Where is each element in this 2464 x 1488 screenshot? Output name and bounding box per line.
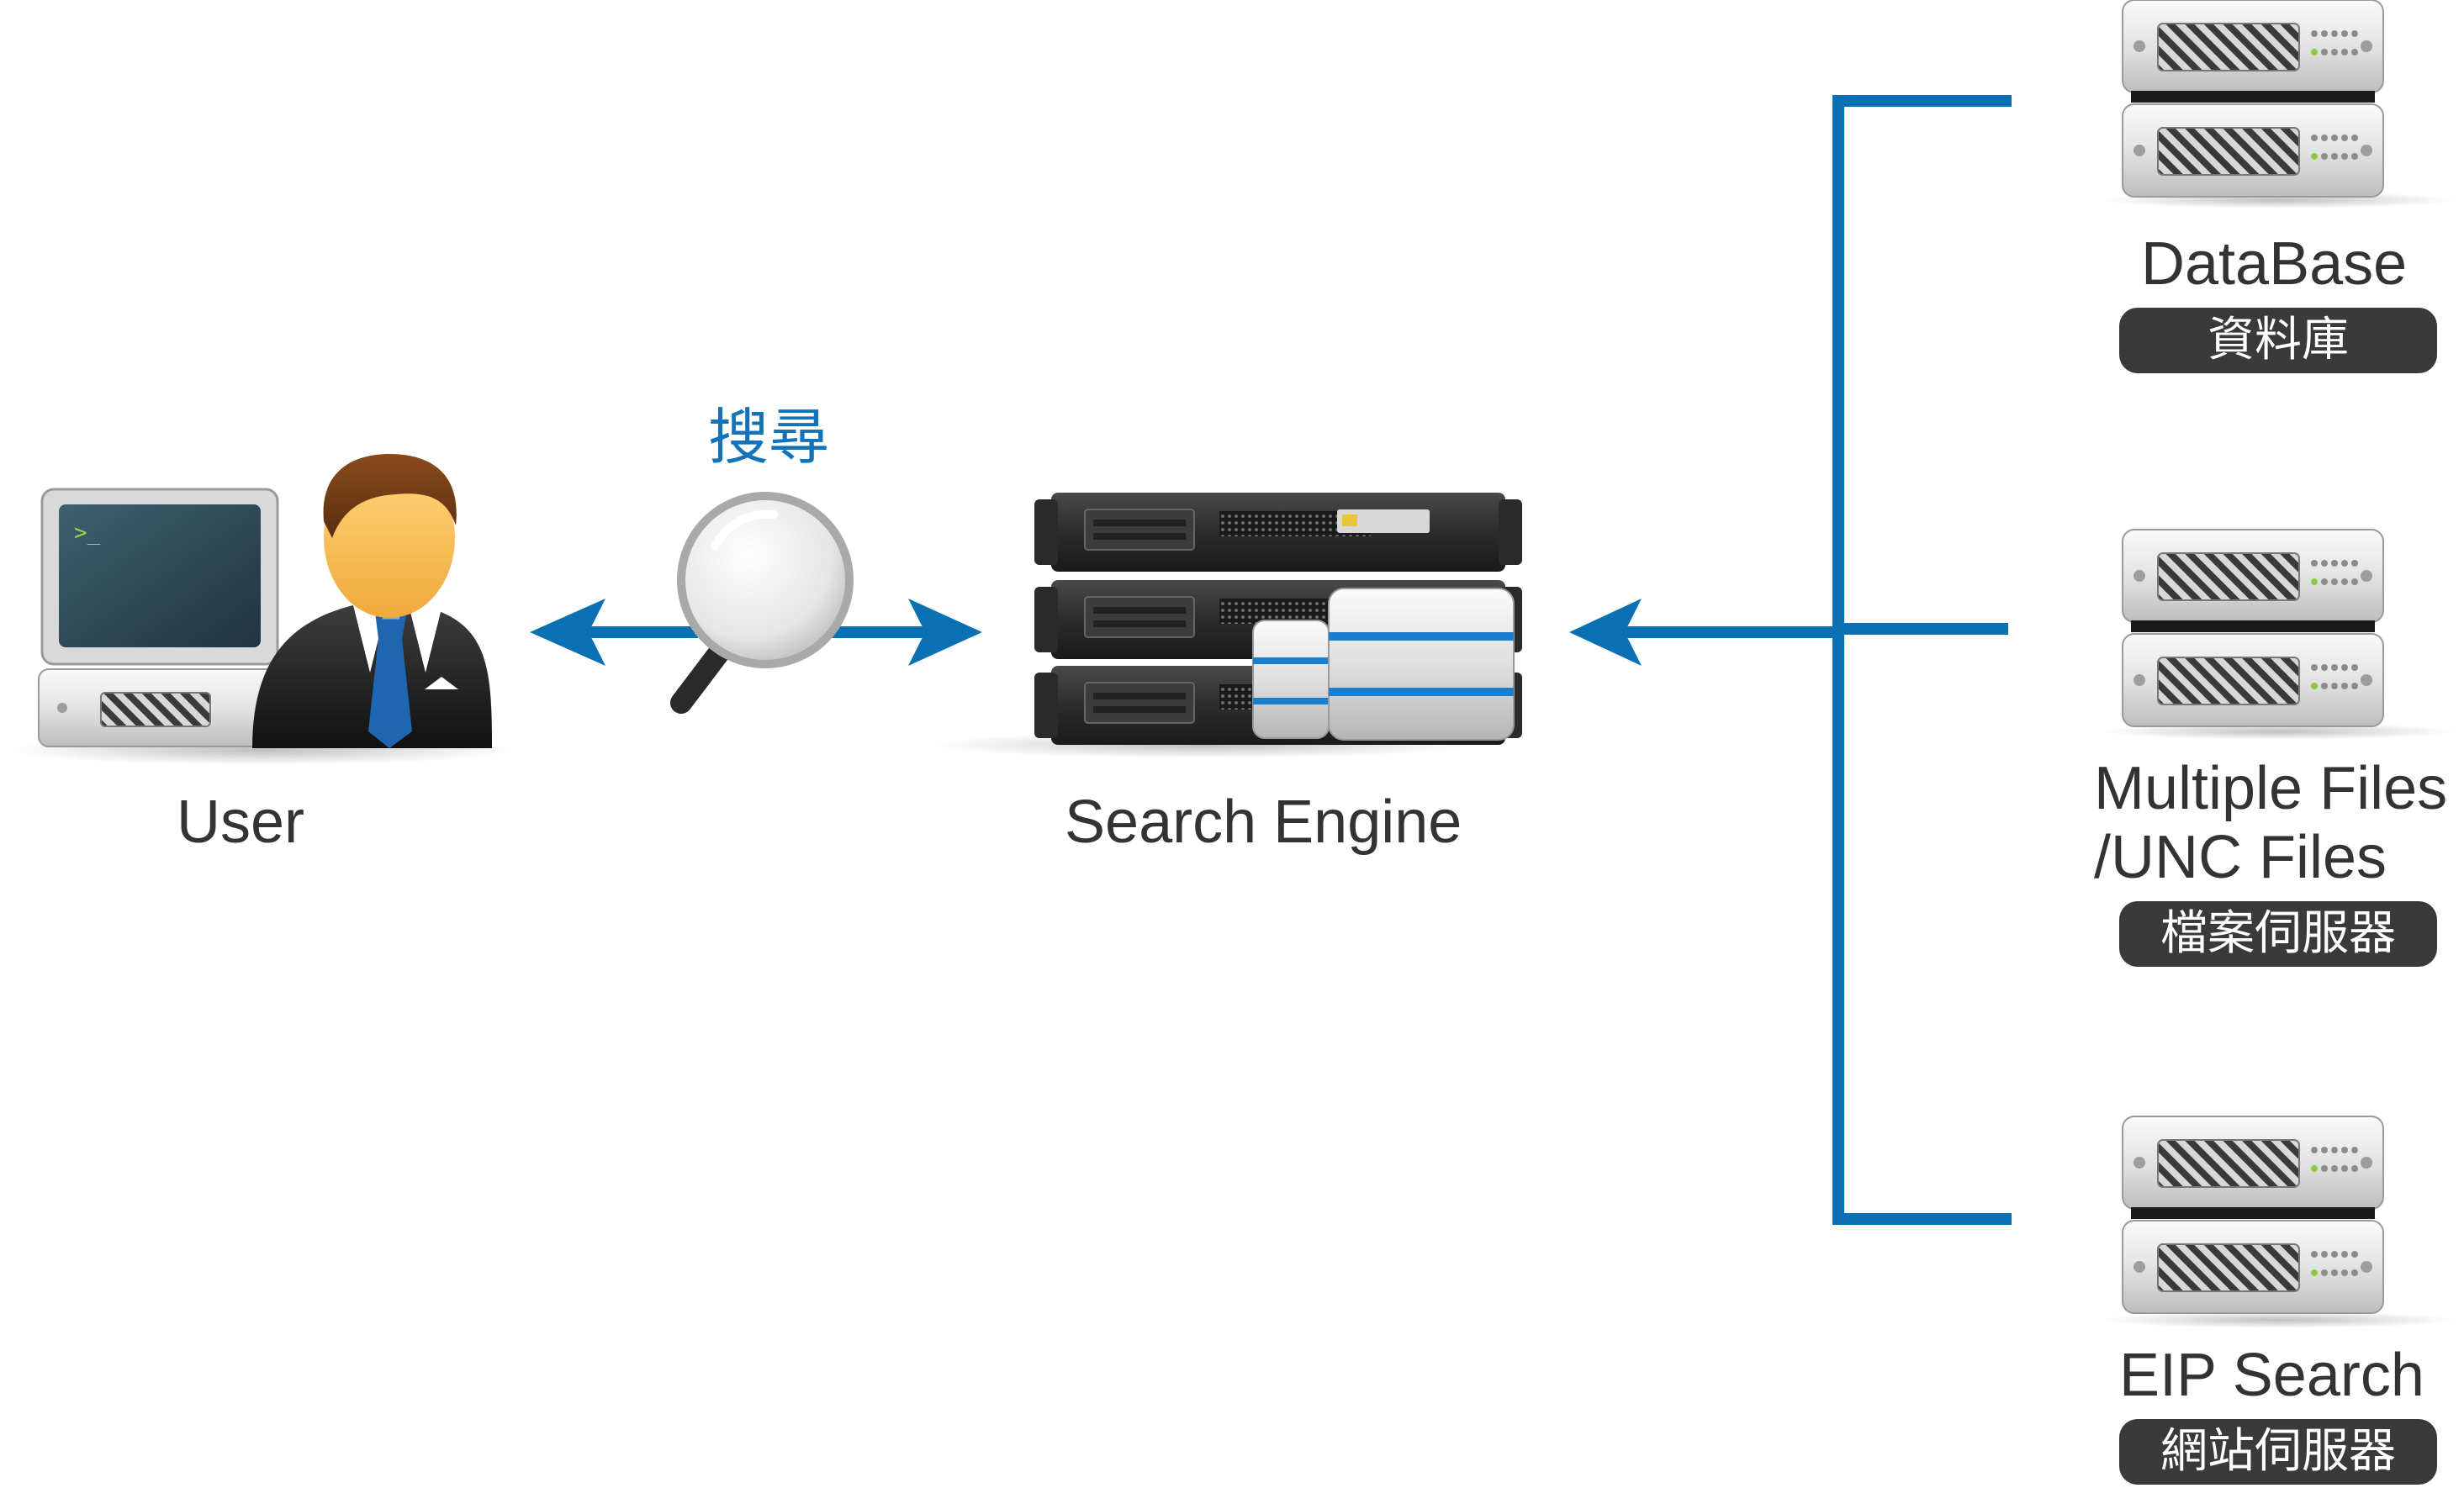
eip-badge: 網站伺服器 [2119, 1419, 2437, 1485]
server-rack-icon [933, 492, 1523, 758]
user-computer-icon: >_ [8, 454, 513, 765]
search-engine-label: Search Engine [1065, 789, 1462, 856]
arrowheads [530, 599, 1642, 666]
database-badge: 資料庫 [2119, 308, 2437, 373]
magnifier-icon [670, 492, 854, 714]
files-label-line1: Multiple Files [2094, 755, 2448, 822]
database-server-icon [2102, 0, 2456, 208]
web-server-icon [2102, 1116, 2456, 1328]
user-label: User [177, 789, 305, 856]
search-label: 搜尋 [708, 402, 830, 472]
files-label-line2: /UNC Files [2094, 824, 2387, 891]
file-server-icon [2102, 529, 2456, 740]
files-badge: 檔案伺服器 [2119, 901, 2437, 967]
arrow-left-into-engine-icon [1569, 599, 1642, 666]
storage-disks-icon [1252, 588, 1515, 741]
svg-text:>_: >_ [74, 520, 101, 546]
database-label: DataBase [2141, 230, 2408, 298]
eip-label: EIP Search [2119, 1342, 2424, 1409]
arrow-right-icon [908, 599, 982, 666]
arrow-left-icon [530, 599, 605, 666]
